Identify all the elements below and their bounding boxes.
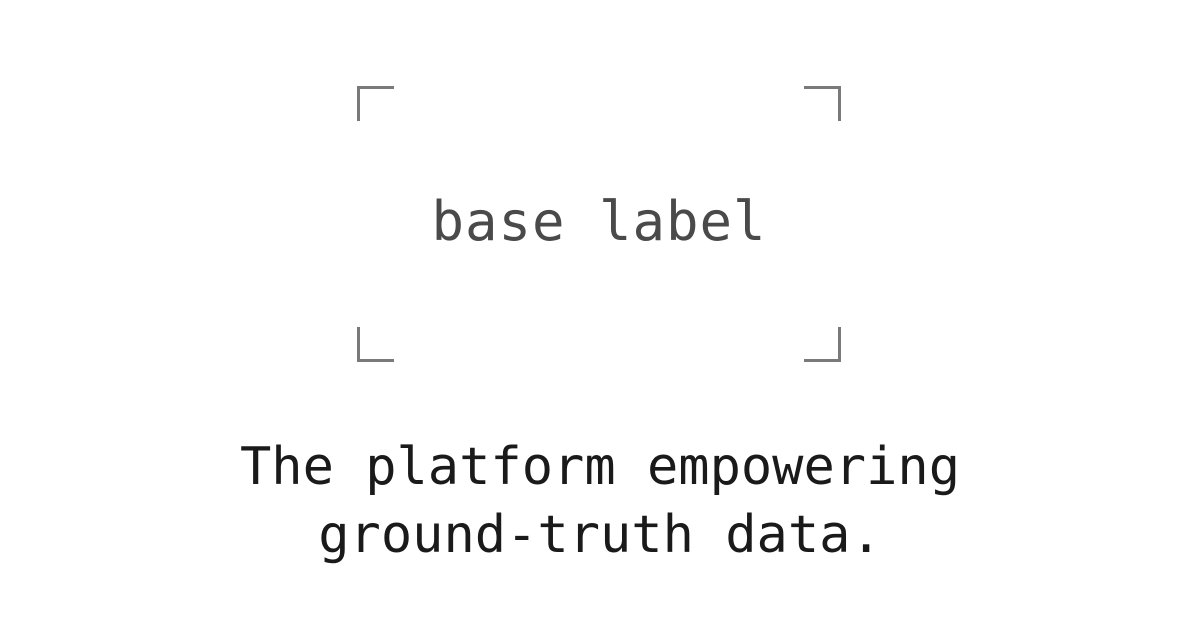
logo: base label — [357, 86, 841, 362]
frame-corner-top-right — [804, 86, 841, 121]
tagline-line-1: The platform empowering — [239, 437, 961, 497]
tagline: The platform empowering ground-truth dat… — [0, 433, 1200, 569]
frame-corner-bottom-right — [804, 327, 841, 362]
frame-corner-bottom-left — [357, 327, 394, 362]
frame-corner-top-left — [357, 86, 394, 121]
logo-wordmark: base label — [431, 190, 767, 253]
tagline-line-2: ground-truth data. — [318, 505, 882, 565]
